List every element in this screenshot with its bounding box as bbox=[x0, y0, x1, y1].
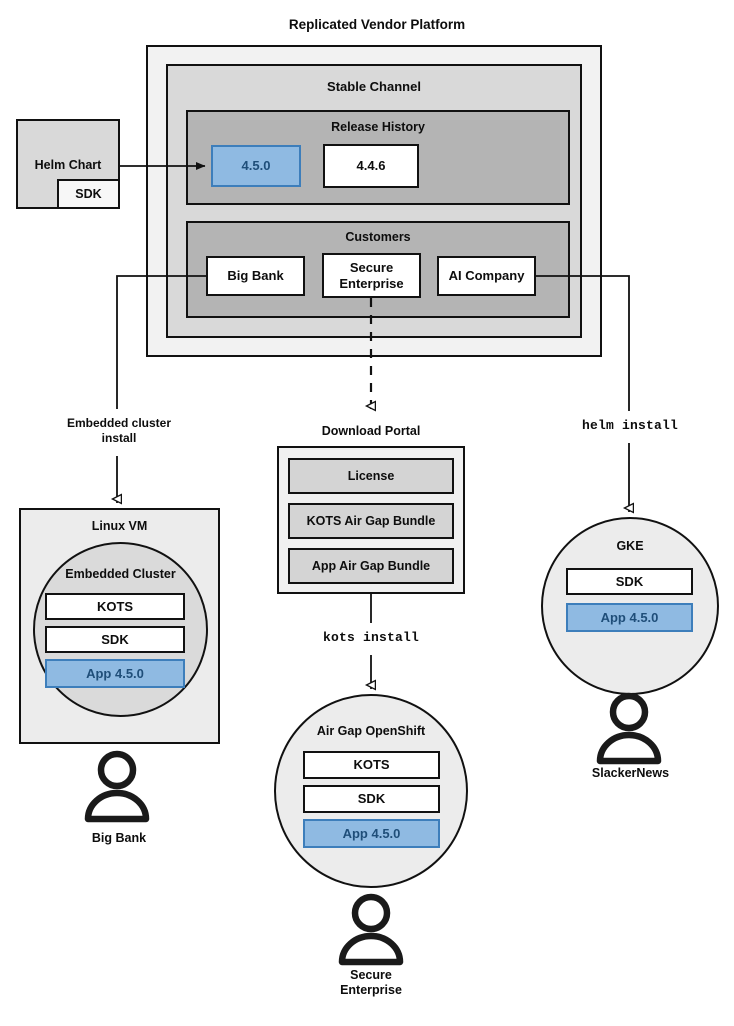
person-icon-big-bank bbox=[84, 750, 150, 823]
embedded-install-line2: install bbox=[101, 430, 137, 445]
linux-vm-persona-label: Big Bank bbox=[91, 831, 147, 845]
embedded-cluster-title: Embedded Cluster bbox=[65, 567, 176, 581]
gke-component-sdk[interactable]: SDK bbox=[566, 568, 693, 595]
linux-vm-component-app[interactable]: App 4.5.0 bbox=[45, 659, 185, 688]
portal-item-kots-airgap[interactable]: KOTS Air Gap Bundle bbox=[288, 503, 454, 539]
openshift-component-sdk[interactable]: SDK bbox=[303, 785, 440, 813]
openshift-persona-line1: Secure bbox=[350, 968, 392, 982]
page-title: Replicated Vendor Platform bbox=[288, 17, 466, 32]
linux-vm-component-sdk[interactable]: SDK bbox=[45, 626, 185, 653]
gke-title: GKE bbox=[616, 539, 644, 553]
customer-box-secure-enterprise[interactable]: Secure Enterprise bbox=[322, 253, 421, 298]
customer-label-line2: Enterprise bbox=[339, 275, 404, 291]
gke-component-app[interactable]: App 4.5.0 bbox=[566, 603, 693, 632]
customer-label-line1: Secure bbox=[349, 259, 394, 275]
openshift-component-app[interactable]: App 4.5.0 bbox=[303, 819, 440, 848]
person-icon-slackernews bbox=[596, 692, 662, 765]
linux-vm-component-kots[interactable]: KOTS bbox=[45, 593, 185, 620]
linux-vm-title: Linux VM bbox=[91, 519, 148, 533]
openshift-title: Air Gap OpenShift bbox=[316, 724, 426, 738]
openshift-persona-line2: Enterprise bbox=[340, 983, 402, 998]
person-icon-secure-enterprise bbox=[338, 893, 404, 966]
helm-chart-label: Helm Chart bbox=[34, 158, 102, 172]
embedded-install-line1: Embedded cluster bbox=[66, 416, 172, 430]
download-portal-title: Download Portal bbox=[321, 424, 421, 438]
portal-item-app-airgap[interactable]: App Air Gap Bundle bbox=[288, 548, 454, 584]
openshift-persona-label: Secure Enterprise bbox=[301, 968, 441, 999]
release-box-4-4-6[interactable]: 4.4.6 bbox=[323, 144, 419, 188]
gke-persona-label: SlackerNews bbox=[591, 766, 670, 780]
portal-item-license[interactable]: License bbox=[288, 458, 454, 494]
release-box-4-5-0[interactable]: 4.5.0 bbox=[211, 145, 301, 187]
stable-channel-title: Stable Channel bbox=[327, 79, 421, 94]
helm-chart-sdk-box[interactable]: SDK bbox=[57, 179, 120, 209]
embedded-install-label: Embedded cluster install bbox=[49, 416, 189, 445]
customer-box-big-bank[interactable]: Big Bank bbox=[206, 256, 305, 296]
customer-box-ai-company[interactable]: AI Company bbox=[437, 256, 536, 296]
customers-title: Customers bbox=[345, 230, 411, 244]
kots-install-label: kots install bbox=[322, 630, 419, 645]
release-history-title: Release History bbox=[331, 120, 425, 134]
openshift-component-kots[interactable]: KOTS bbox=[303, 751, 440, 779]
helm-install-label: helm install bbox=[581, 418, 678, 433]
